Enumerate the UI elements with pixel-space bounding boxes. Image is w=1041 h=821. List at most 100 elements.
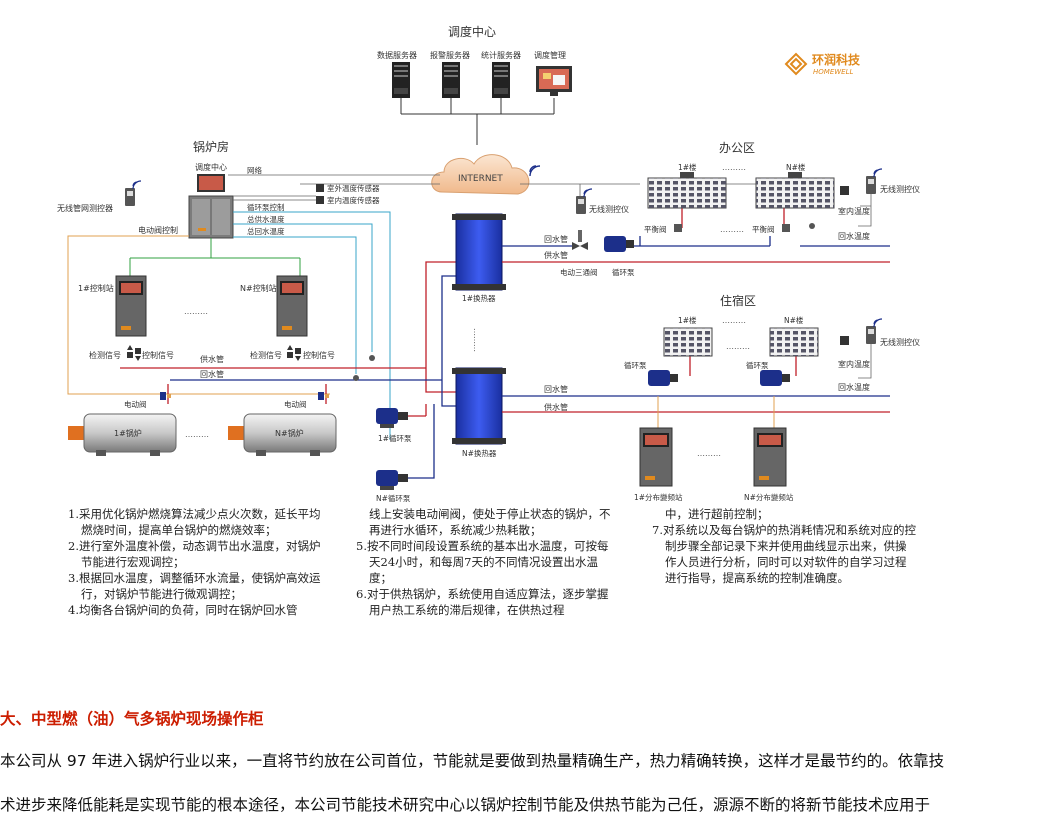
return-pipe-label: 回水管: [544, 234, 568, 244]
dist-station-n-label: N#分布變频站: [744, 492, 794, 502]
boiler-1-label: 1#锅炉: [114, 428, 142, 438]
dist-station-1-label: 1#分布變频站: [634, 492, 683, 502]
detect-signal-label: 检测信号: [250, 350, 282, 360]
monitor-icon: [197, 174, 225, 192]
internet-cloud: [431, 154, 530, 195]
wireless-meter-icon: [866, 168, 883, 194]
server-label: 调度管理: [534, 50, 566, 60]
supply-pipe-label: 供水管: [544, 250, 568, 260]
balance-valve-label: 平衡阀: [752, 224, 775, 234]
control-signal-label: 控制信号: [142, 350, 174, 360]
dispatch-center-title: 调度中心: [448, 24, 496, 39]
boiler-n-label: N#锅炉: [275, 428, 304, 438]
sensor-icon: [316, 184, 324, 192]
return-temp-short-label: 回水温度: [838, 382, 870, 392]
control-station-cabinet: [276, 275, 308, 337]
boiler-icon: [68, 413, 177, 456]
return-temp-short-label: 回水温度: [838, 231, 870, 241]
station-dots: ………: [184, 307, 208, 316]
server-icon: [492, 62, 510, 98]
circ-pump-label: 循环泵: [624, 360, 647, 370]
arrow-updown-icon: [127, 345, 141, 361]
wireless-meter-label: 无线测控仪: [880, 337, 920, 347]
control-station-1-label: 1#控制站: [78, 283, 114, 293]
control-station-n-label: N#控制站: [240, 283, 277, 293]
building-1-label: 1#楼: [678, 162, 697, 172]
section-heading: 大、中型燃（油）气多锅炉现场操作柜: [0, 710, 264, 728]
supply-temp-label: 总供水温度: [247, 214, 285, 224]
building-icon: [755, 172, 835, 209]
paragraph-line: 本公司从 97 年进入锅炉行业以来，一直将节约放在公司首位，节能就是要做到热量精…: [0, 752, 945, 770]
building-n-label: N#楼: [786, 162, 806, 172]
building-icon: [769, 327, 819, 357]
indoor-temp-label: 室内温度: [838, 359, 870, 369]
note-item: 5.按不同时间段设置系统的基本出水温度，可按每天24小时，和每周7天的不同情况设…: [356, 539, 609, 585]
pump-icon: [648, 370, 678, 386]
monitor-icon: [536, 66, 572, 96]
wireless-meter-label: 无线测控仪: [589, 204, 629, 214]
valve-control-label: 电动阀控制: [138, 225, 178, 235]
pipe-dots: ………: [720, 225, 744, 234]
note-item: 中，进行超前控制；: [665, 507, 769, 521]
circ-pump-label: 循环泵: [746, 360, 769, 370]
note-item: 1.采用优化锅炉燃烧算法减少点火次数，延长平均燃烧时间，提高单台锅炉的燃烧效率；: [68, 507, 321, 537]
electric-valve-label: 电动阀: [124, 399, 147, 409]
wireless-meter-icon: [576, 188, 593, 214]
pump-control-label: 循环泵控制: [247, 202, 285, 212]
pump-icon: [376, 408, 408, 428]
notes-column-3: 中，进行超前控制； 7.对系统以及每台锅炉的热消耗情况和系统对应的控制步骤全部记…: [652, 506, 916, 586]
server-label: 数据服务器: [377, 50, 417, 60]
return-temp-label: 总回水温度: [247, 226, 285, 236]
balance-valve-icon: [782, 224, 790, 232]
wireless-meter-label: 无线测控仪: [880, 184, 920, 194]
balance-valve-icon: [674, 224, 682, 232]
valve-icon: [353, 375, 359, 381]
boiler-room-title: 锅炉房: [193, 139, 229, 154]
exchanger-1-label: 1#换热器: [462, 293, 496, 303]
control-station-cabinet: [115, 275, 147, 337]
pump-icon: [604, 236, 634, 252]
note-item: 2.进行室外温度补偿，动态调节出水温度，对锅炉节能进行宏观调控；: [68, 539, 321, 569]
note-item: 线上安装电动闸阀，使处于停止状态的锅炉，不再进行水循环，系统减少热耗散；: [369, 507, 611, 537]
electric-valve-icon: [160, 392, 171, 400]
supply-pipe-label: 供水管: [200, 354, 224, 364]
note-item: 7.对系统以及每台锅炉的热消耗情况和系统对应的控制步骤全部记录下来并使用曲线显示…: [652, 523, 916, 585]
note-item: 3.根据回水温度，调整循环水流量，使锅炉高效运行，对锅炉节能进行微观调控；: [68, 571, 321, 601]
internet-label: INTERNET: [458, 174, 503, 184]
indoor-sensor-label: 室内温度传感器: [327, 195, 380, 205]
wireless-meter-icon: [125, 180, 142, 206]
server-icon: [392, 62, 410, 98]
boiler-dots: ………: [185, 430, 209, 439]
sensor-icon: [840, 336, 849, 345]
sensor-icon: [316, 196, 324, 204]
residential-area-title: 住宿区: [720, 293, 756, 308]
paragraph-line: 术进步来降低能耗是实现节能的根本途径，本公司节能技术研究中心以锅炉控制节能及供热…: [0, 796, 931, 814]
logo-name: 环润科技: [812, 52, 861, 67]
wifi-icon: [529, 165, 541, 177]
building-icon: [663, 327, 713, 357]
outdoor-sensor-label: 室外温度传感器: [327, 183, 380, 193]
valve-icon: [369, 355, 375, 361]
pump-n-label: N#循环泵: [376, 493, 411, 503]
notes-column-2: 线上安装电动闸阀，使处于停止状态的锅炉，不再进行水循环，系统减少热耗散； 5.按…: [356, 506, 618, 618]
note-item: 6.对于供热锅炉，系统使用自适应算法，逐步掌握用户热工系统的滞后规律，在供热过程: [356, 587, 609, 617]
building-dots: ………: [722, 316, 746, 325]
pump-icon: [376, 470, 408, 490]
arrow-updown-icon: [287, 345, 301, 361]
sensor-icon: [809, 223, 815, 229]
company-logo: [784, 52, 808, 76]
office-area-title: 办公区: [719, 140, 755, 155]
control-signal-label: 控制信号: [303, 350, 335, 360]
three-way-valve-icon: [572, 230, 588, 250]
logo-sub: HOMEWELL: [813, 68, 853, 76]
return-pipe-label: 回水管: [200, 369, 224, 379]
building-icon: [647, 172, 727, 209]
indoor-temp-label: 室内温度: [838, 206, 870, 216]
monitor-center-label: 调度中心: [195, 162, 227, 172]
circ-pump-label: 循环泵: [612, 267, 635, 277]
network-label: 网络: [247, 165, 262, 175]
server-label: 报警服务器: [430, 50, 470, 60]
electric-valve-label: 电动阀: [284, 399, 307, 409]
pump-1-label: 1#循环泵: [378, 433, 412, 443]
wireless-meter-icon: [866, 318, 883, 344]
